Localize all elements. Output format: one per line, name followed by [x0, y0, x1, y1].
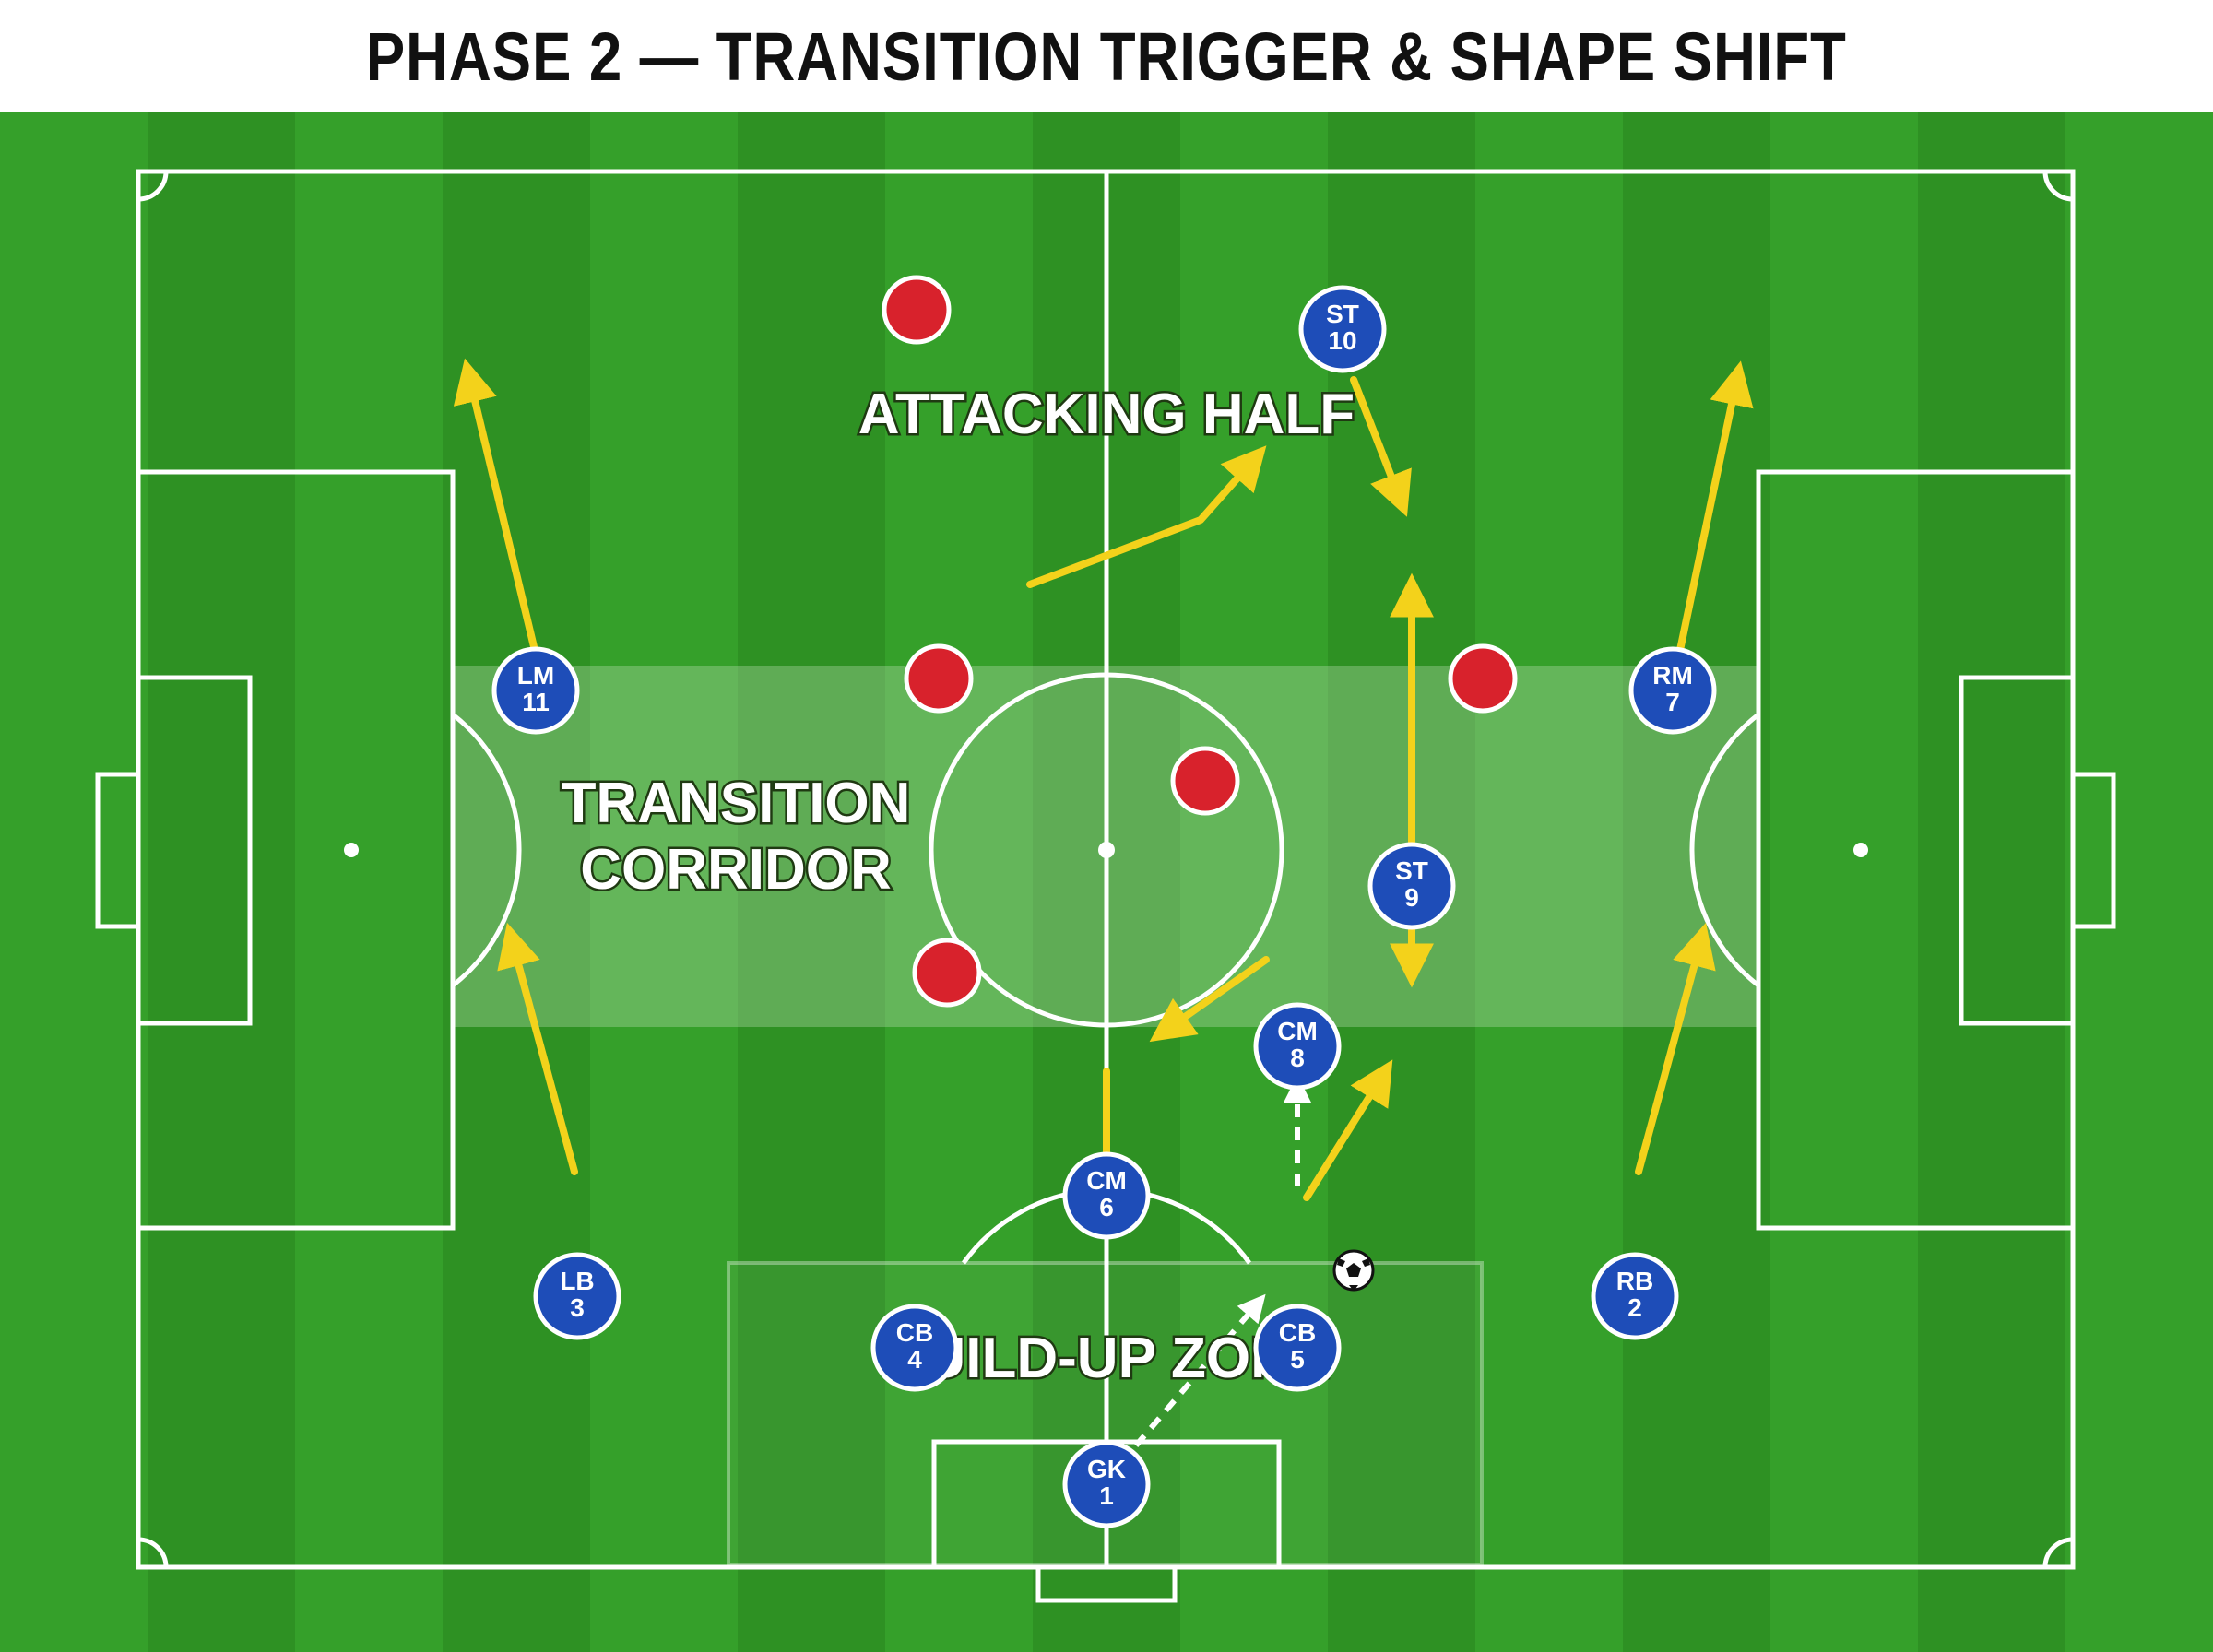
player-number: 9 [1404, 883, 1419, 912]
player-role: CB [896, 1318, 933, 1347]
run-arrow-cm-forward [1026, 445, 1267, 588]
player-role: CM [1086, 1166, 1127, 1195]
zone-label-attacking-half: ATTACKING HALF [858, 383, 1355, 446]
player-number: 2 [1627, 1293, 1642, 1322]
opponent-marker [882, 275, 952, 345]
pass-arrow-gk-to-cb5 [1133, 1293, 1266, 1447]
player-st-10: ST 10 [1298, 285, 1387, 373]
player-number: 11 [522, 688, 550, 716]
pass-arrows [1133, 1075, 1311, 1447]
player-number: 6 [1099, 1193, 1114, 1221]
player-lb-3: LB 3 [533, 1252, 621, 1340]
run-arrow-rb [1635, 922, 1716, 1175]
player-cm-6: CM 6 [1062, 1151, 1151, 1240]
player-role: LM [517, 661, 554, 690]
player-role: LB [560, 1267, 594, 1295]
opponent-marker [912, 938, 982, 1008]
page-title: PHASE 2 — TRANSITION TRIGGER & SHAPE SHI… [365, 18, 1848, 95]
player-cb-4: CB 4 [870, 1304, 959, 1392]
player-st-9: ST 9 [1367, 842, 1456, 930]
player-number: 3 [570, 1293, 585, 1322]
opponent-markers [882, 275, 1518, 1008]
opponent-marker [1448, 643, 1518, 714]
tactics-pitch: ATTACKING HALF TRANSITION CORRIDOR BUILD… [0, 112, 2213, 1652]
run-arrow-st10 [1350, 376, 1412, 517]
player-role: GK [1087, 1455, 1126, 1483]
player-role: RB [1616, 1267, 1653, 1295]
right-penalty-spot [1853, 843, 1868, 857]
zone-label-transition-corridor-line1: TRANSITION [562, 772, 911, 835]
player-rb-2: RB 2 [1591, 1252, 1679, 1340]
run-arrow-cb5 [1303, 1059, 1393, 1201]
player-role: CB [1279, 1318, 1316, 1347]
opponent-marker [1170, 746, 1240, 816]
title-bar: PHASE 2 — TRANSITION TRIGGER & SHAPE SHI… [0, 0, 2213, 112]
player-role: ST [1326, 300, 1359, 328]
player-role: ST [1395, 856, 1428, 885]
player-role: CM [1277, 1017, 1318, 1045]
player-cm-8: CM 8 [1253, 1002, 1342, 1091]
player-gk-1: GK 1 [1062, 1440, 1151, 1528]
player-number: 4 [907, 1345, 922, 1374]
player-rm-7: RM 7 [1628, 646, 1717, 735]
opponent-marker [904, 643, 974, 714]
left-penalty-spot [344, 843, 359, 857]
run-arrow-lb [497, 922, 578, 1175]
player-role: RM [1652, 661, 1693, 690]
player-number: 8 [1290, 1044, 1305, 1072]
player-number: 7 [1665, 688, 1680, 716]
player-lm-11: LM 11 [491, 646, 580, 735]
run-arrow-lm [453, 358, 539, 658]
player-number: 1 [1099, 1481, 1114, 1510]
run-arrow-cm8-to-cm6 [1149, 956, 1270, 1043]
player-number: 10 [1328, 326, 1356, 355]
run-arrow-rm [1675, 360, 1754, 658]
pitch-markings [95, 169, 2116, 1603]
soccer-ball-icon [1332, 1249, 1375, 1292]
centre-spot [1098, 842, 1115, 858]
player-number: 5 [1290, 1345, 1305, 1374]
zone-label-transition-corridor-line2: CORRIDOR [580, 838, 892, 902]
player-cb-5: CB 5 [1253, 1304, 1342, 1392]
